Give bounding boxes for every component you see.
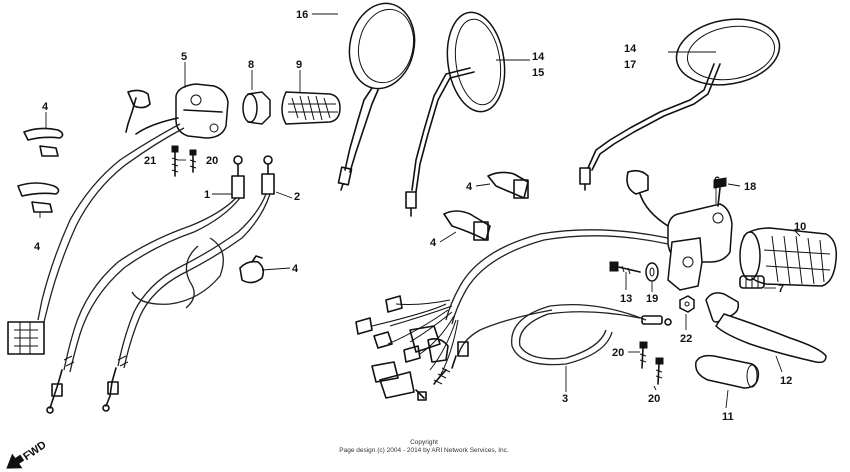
- bolt-18: [713, 177, 727, 207]
- lever-12: [705, 292, 827, 364]
- callout-12: 12: [780, 375, 792, 387]
- throttle-cables: [46, 155, 275, 414]
- callout-4-center-left: 4: [292, 263, 299, 275]
- callout-4-upper-left: 4: [42, 101, 49, 113]
- mirror-16: [337, 2, 416, 191]
- callout-1: 1: [204, 189, 210, 201]
- copyright-notice: Page design (c) 2004 - 2014 by ARI Netwo…: [339, 447, 509, 454]
- callout-22: 22: [680, 333, 692, 345]
- callout-9: 9: [296, 59, 302, 71]
- callout-11: 11: [722, 411, 734, 423]
- throttle-grip-8-9: [242, 91, 341, 125]
- callout-15: 15: [532, 67, 544, 79]
- callout-19: 19: [646, 293, 658, 305]
- clutch-cable-3: [433, 303, 672, 385]
- callout-21: 21: [144, 155, 156, 167]
- callout-2: 2: [294, 191, 300, 203]
- washer-19: [645, 262, 659, 282]
- callout-20-middle: 20: [612, 347, 624, 359]
- mirror-14-15: [405, 11, 506, 217]
- copyright-title: Copyright: [410, 439, 438, 446]
- clip-4-center-lower: [443, 210, 491, 241]
- callout-8: 8: [248, 59, 254, 71]
- clip-4-lower: [17, 182, 60, 213]
- callout-numbers: 16 5 8 9 14 15 14 17 4 4 21 20 1 2 4 4 4…: [34, 9, 806, 423]
- fwd-arrow: FWD: [6, 439, 49, 469]
- grip-10: [739, 227, 838, 287]
- mirror-14-17: [579, 18, 781, 191]
- fwd-label: FWD: [21, 439, 48, 463]
- leader-lines: [39, 13, 801, 409]
- callout-7: 7: [778, 283, 784, 295]
- callout-20-lower: 20: [648, 393, 660, 405]
- callout-5: 5: [181, 51, 187, 63]
- callout-20-left: 20: [206, 155, 218, 167]
- callout-18: 18: [744, 181, 756, 193]
- callout-4-center-lower: 4: [430, 237, 437, 249]
- bolt-20-middle: [639, 341, 648, 369]
- callout-10: 10: [794, 221, 806, 233]
- callout-14-right: 14: [624, 43, 637, 55]
- callout-13: 13: [620, 293, 632, 305]
- pivot-bolt-13: [609, 261, 641, 275]
- callout-17: 17: [624, 59, 636, 71]
- clip-4-center: [239, 255, 265, 284]
- bushing-7: [739, 275, 765, 289]
- switch-housing-5: [125, 83, 229, 139]
- boot-11: [695, 354, 760, 389]
- callout-14-upper: 14: [532, 51, 545, 63]
- callout-3: 3: [562, 393, 568, 405]
- nut-22: [679, 295, 695, 313]
- bolt-20-lower: [655, 357, 664, 385]
- clip-4-center-upper: [487, 171, 529, 199]
- clip-4-upper: [23, 127, 64, 157]
- callout-4-lower-left: 4: [34, 241, 41, 253]
- callout-6: 6: [714, 175, 720, 187]
- bolt-20-left: [189, 149, 197, 173]
- right-harness: [355, 229, 669, 401]
- left-harness: [7, 123, 185, 355]
- switch-housing-6: [626, 169, 733, 291]
- callout-16: 16: [296, 9, 308, 21]
- callout-4-center-upper: 4: [466, 181, 473, 193]
- bolt-21: [171, 145, 179, 177]
